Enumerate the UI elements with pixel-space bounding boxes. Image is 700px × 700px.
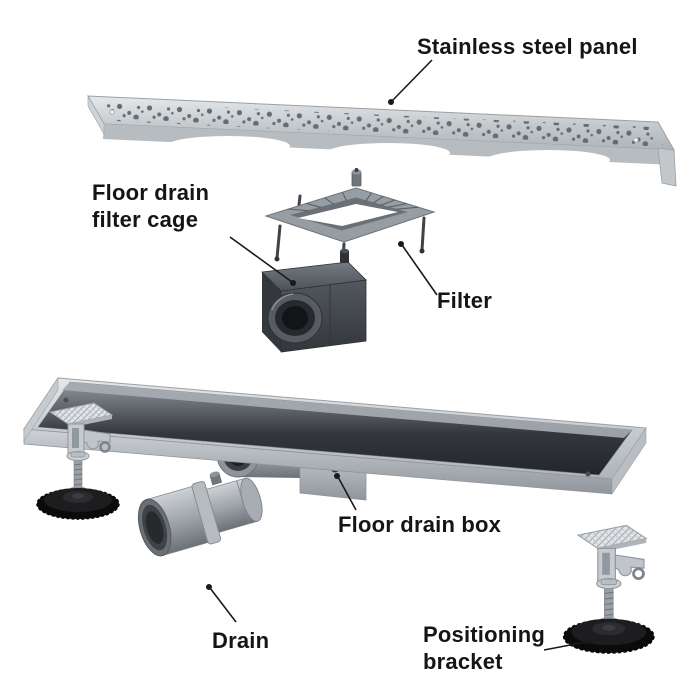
leader-line-drain: [209, 587, 237, 623]
label-stainless-steel-panel: Stainless steel panel: [417, 34, 638, 59]
leader-line-bracket: [543, 641, 587, 651]
label-filter: Filter: [437, 288, 492, 313]
label-floor-drain-filter-cage-line2: filter cage: [92, 207, 199, 232]
leader-line-filter: [401, 244, 438, 296]
filter-cage-graphic: [261, 248, 367, 353]
leader-line-filter-cage: [229, 236, 293, 283]
drain-pipe-graphic: [137, 471, 263, 557]
leader-line-panel: [390, 59, 433, 103]
leader-line-drain-box: [337, 476, 357, 511]
floor-drain-box-graphic: [23, 377, 647, 501]
filter-graphic: [264, 168, 436, 280]
label-drain: Drain: [212, 628, 270, 653]
label-floor-drain-filter-cage-line1: Floor drain: [92, 180, 210, 205]
label-positioning-bracket: Positioning bracket: [423, 621, 545, 675]
label-floor-drain-box: Floor drain box: [338, 512, 502, 537]
label-positioning-bracket-line1: Positioning: [423, 622, 545, 647]
label-floor-drain-filter-cage: Floor drain filter cage: [92, 179, 209, 233]
leader-dots: [206, 99, 591, 644]
label-positioning-bracket-line2: bracket: [423, 649, 503, 674]
leader-lines: [209, 59, 587, 651]
stainless-steel-panel-graphic: [87, 94, 677, 187]
positioning-bracket-right-graphic: [562, 523, 656, 655]
